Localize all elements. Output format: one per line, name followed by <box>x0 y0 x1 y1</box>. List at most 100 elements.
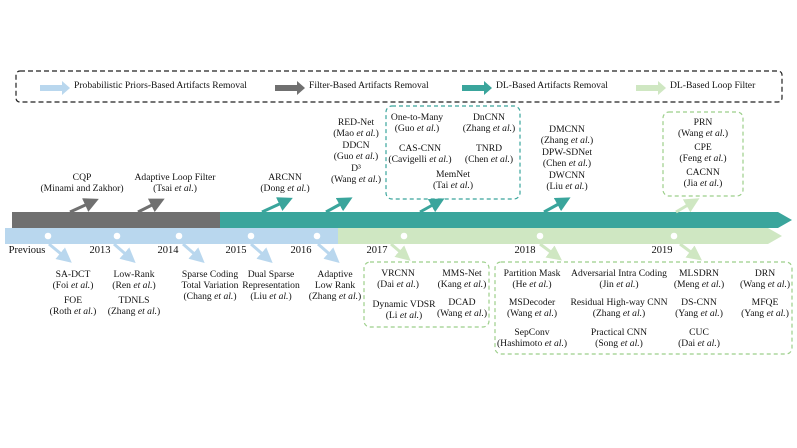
entry-author: (Foi et al.) <box>52 280 94 291</box>
entry-name: Adaptive <box>317 269 353 280</box>
entry-name: Residual High-way CNN <box>570 297 668 308</box>
entry-name: Low-Rank <box>113 269 155 280</box>
entry-name: MMS-Net <box>442 268 482 279</box>
arrow-dwcnn <box>543 197 571 214</box>
entry-name: DPW-SDNet <box>541 147 593 158</box>
entry-name: RED-Net <box>337 117 375 128</box>
year-label: 2017 <box>366 245 388 256</box>
year-dot <box>175 232 183 240</box>
entry-name: Representation <box>242 280 300 291</box>
year-label: 2018 <box>514 245 536 256</box>
entry-author: (Chang et al.) <box>183 291 237 302</box>
entry-author: (Zhang et al.) <box>107 306 161 317</box>
arrow-2017-loop <box>390 242 411 261</box>
entry-name: CAS-CNN <box>398 143 442 154</box>
entry-author: (Wang et al.) <box>330 174 382 185</box>
entry-name: DDCN <box>342 140 370 151</box>
entry-author: (Hashimoto et al.) <box>496 338 568 349</box>
year-dot <box>247 232 255 240</box>
entry-name: Sparse Coding <box>181 269 239 280</box>
legend-arrow-probabilistic <box>40 81 70 95</box>
entry-author: (Dai et al.) <box>377 279 419 290</box>
entry-author: (Yang et al.) <box>741 308 789 319</box>
entry-name: DRN <box>754 268 776 279</box>
entry-author: (Minami and Zakhor) <box>40 183 124 194</box>
entry-author: (Wang et al.) <box>677 128 729 139</box>
entry-author: (Meng et al.) <box>673 279 725 290</box>
entry-author: (Jin et al.) <box>599 279 639 290</box>
entry-name: PRN <box>693 117 713 128</box>
group-box-2017-loop <box>363 261 490 328</box>
entry-author: (He et al.) <box>512 279 552 290</box>
arrow-arcnn <box>261 197 293 214</box>
arrow-2019-loop <box>679 242 702 261</box>
entry-author: (Zhang et al.) <box>540 135 594 146</box>
entry-name: CQP <box>72 172 92 183</box>
entry-name: MemNet <box>435 169 471 180</box>
legend-label-probabilistic: Probabilistic Priors-Based Artifacts Rem… <box>74 80 247 91</box>
entry-author: (Mao et al.) <box>333 128 379 139</box>
entry-name: Dynamic VDSR <box>372 299 436 310</box>
loop-filter-band <box>338 228 782 244</box>
entry-author: (Kang et al.) <box>437 279 487 290</box>
arrow-2018-loop <box>539 242 562 261</box>
dl-band-early <box>220 212 348 228</box>
arrow-sadct <box>48 242 72 263</box>
arrow-alf <box>137 198 165 214</box>
arrow-d3 <box>325 197 353 214</box>
entry-name: D³ <box>351 163 361 174</box>
group-box-2017-dl <box>385 105 521 200</box>
entry-name: FOE <box>63 295 83 306</box>
entry-name: ARCNN <box>268 172 302 183</box>
year-label: 2019 <box>651 245 673 256</box>
arrow-adaptivelowrank <box>317 242 340 263</box>
entry-name: Adversarial Intra Coding <box>571 268 667 279</box>
entry-author: (Chen et al.) <box>542 158 592 169</box>
entry-author: (Guo et al.) <box>333 151 379 162</box>
entry-author: (Guo et al.) <box>394 123 440 134</box>
entry-name: DCAD <box>448 297 476 308</box>
entry-author: (Zhang et al.) <box>592 308 646 319</box>
dl-band-arrow <box>348 212 792 228</box>
entry-author: (Roth et al.) <box>49 306 97 317</box>
entry-author: (Wang et al.) <box>506 308 558 319</box>
legend-label-dl-artifacts: DL-Based Artifacts Removal <box>496 80 608 91</box>
entry-author: (Tsai et al.) <box>153 183 197 194</box>
entry-author: (Cavigelli et al.) <box>388 154 452 165</box>
entry-author: (Zhang et al.) <box>308 291 362 302</box>
year-label: 2016 <box>290 245 312 256</box>
year-label: Previous <box>8 245 46 256</box>
year-label: 2013 <box>89 245 111 256</box>
entry-name: Low Rank <box>314 280 356 291</box>
entry-author: (Tai et al.) <box>432 180 474 191</box>
entry-author: (Dai et al.) <box>678 338 720 349</box>
entry-name: One-to-Many <box>390 112 444 123</box>
entry-author: (Jia et al.) <box>683 178 723 189</box>
year-label: 2015 <box>225 245 247 256</box>
arrow-cacnn <box>675 198 700 214</box>
entry-name: DS-CNN <box>681 297 717 308</box>
entry-author: (Song et al.) <box>595 338 643 349</box>
entry-name: DnCNN <box>473 112 505 123</box>
entry-name: Dual Sparse <box>247 269 295 280</box>
year-dot <box>44 232 52 240</box>
entry-name: Total Variation <box>181 280 239 291</box>
arrow-sparsecoding <box>182 242 205 263</box>
probabilistic-band <box>5 228 338 244</box>
legend-label-dl-loop: DL-Based Loop Filter <box>670 80 756 91</box>
entry-name: VRCNN <box>381 268 415 279</box>
entry-name: Adaptive Loop Filter <box>134 172 216 183</box>
year-dot <box>400 232 408 240</box>
arrow-dualsparse <box>250 242 273 263</box>
entry-author: (Liu et al.) <box>250 291 292 302</box>
entry-name: CUC <box>689 327 709 338</box>
entry-name: DWCNN <box>548 170 586 181</box>
entry-name: Practical CNN <box>590 327 648 338</box>
entry-name: SepConv <box>514 327 550 338</box>
entry-name: CACNN <box>686 167 720 178</box>
arrow-cqp <box>69 198 99 214</box>
entry-author: (Feng et al.) <box>679 153 727 164</box>
legend-arrow-dl-loop <box>636 81 666 95</box>
entry-name: CPE <box>694 142 712 153</box>
